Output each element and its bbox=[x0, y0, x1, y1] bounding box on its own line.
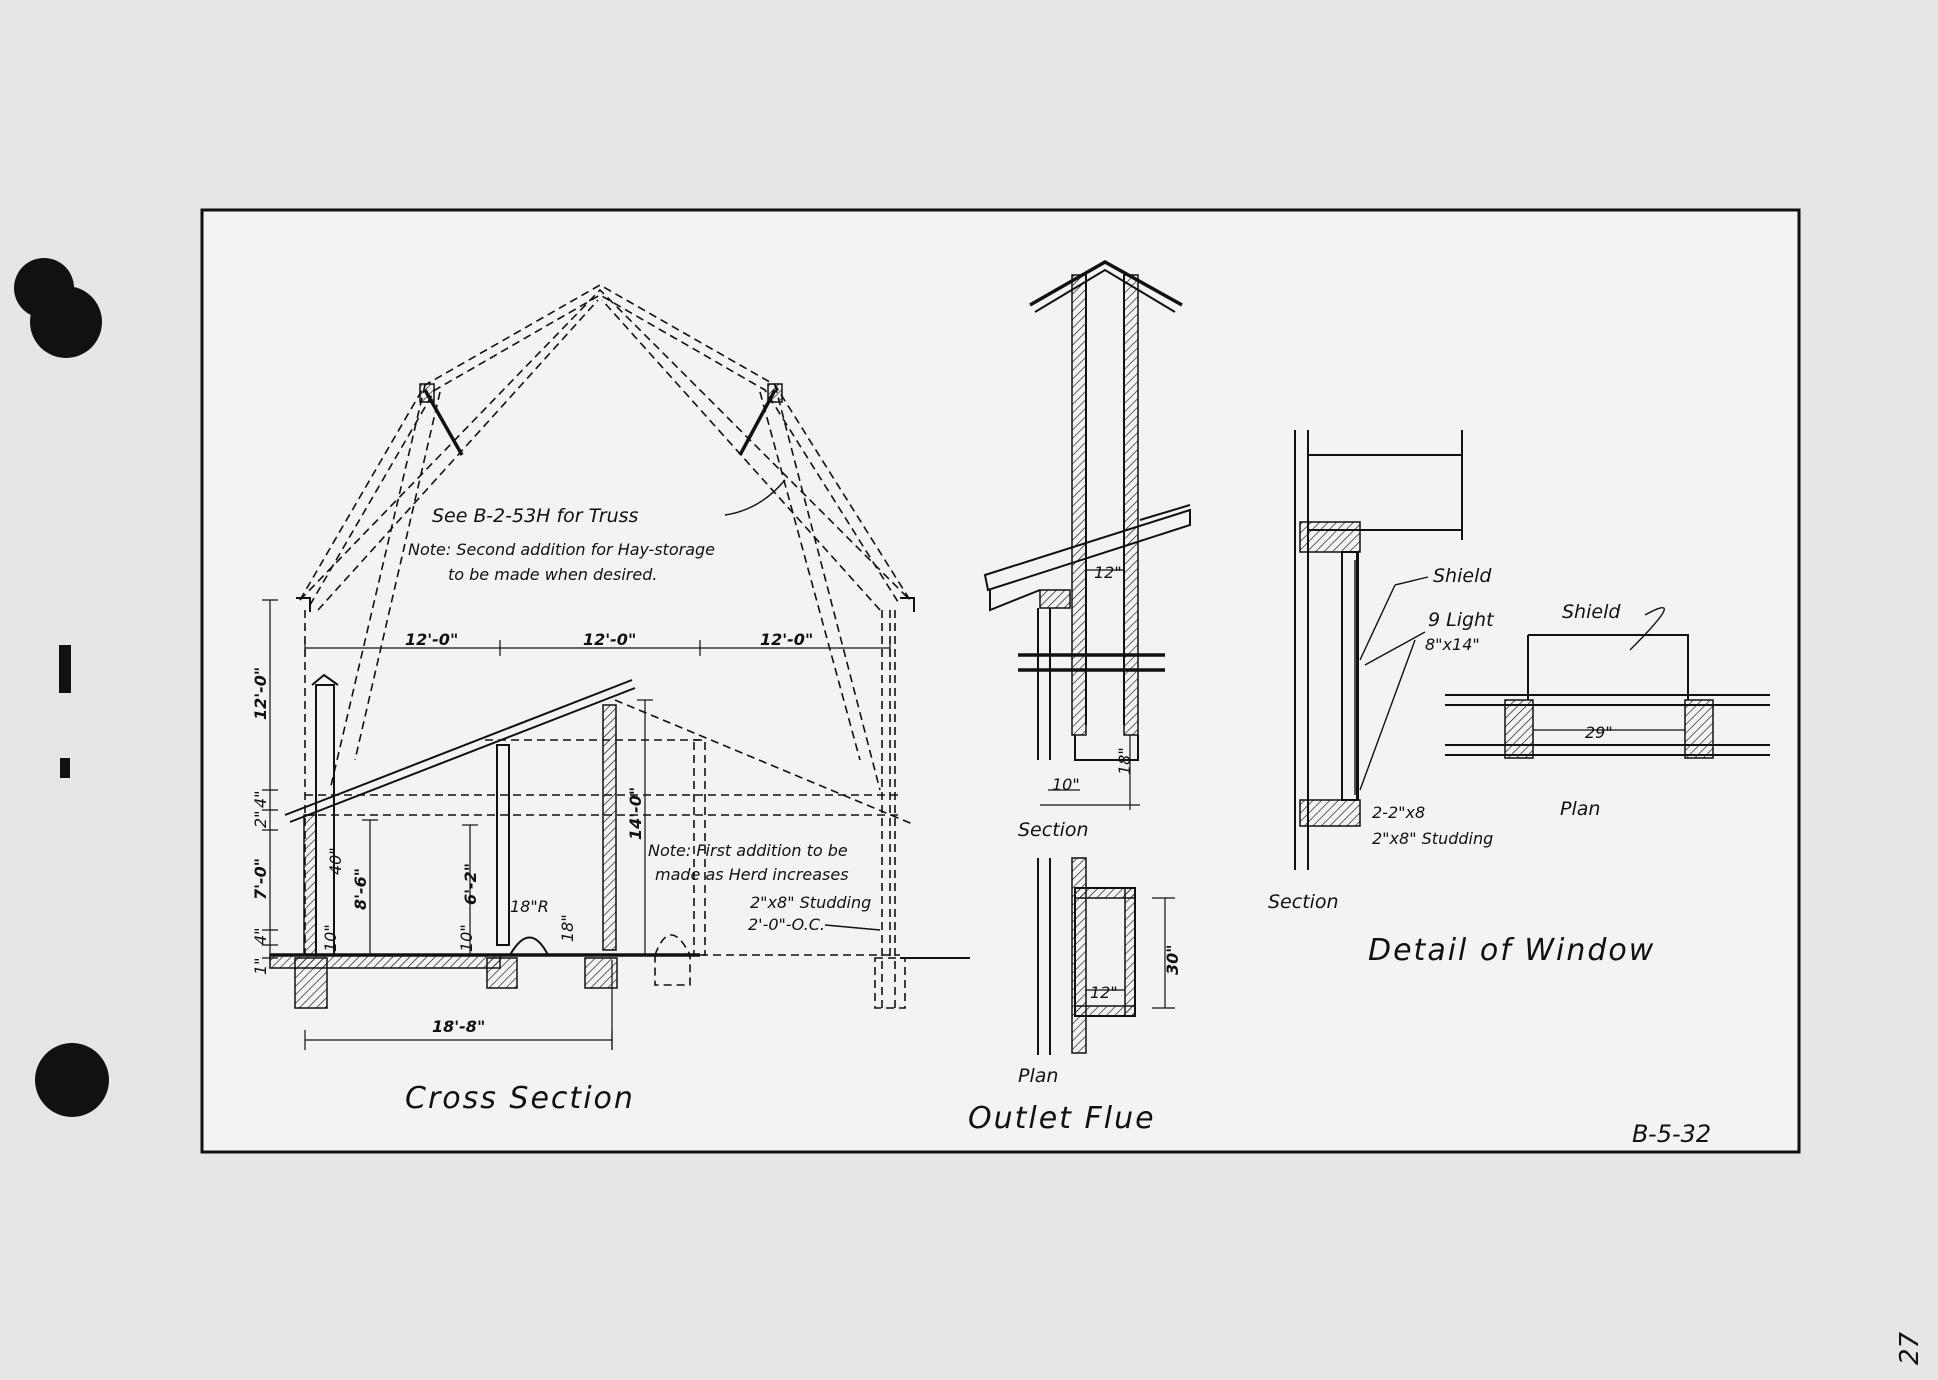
sheet-number: B-5-32 bbox=[1632, 1120, 1711, 1148]
flue-dim-10: 10" bbox=[1052, 775, 1080, 794]
flue-section-label: Section bbox=[1018, 819, 1089, 841]
dim-8-6: 8'-6" bbox=[351, 868, 370, 910]
flue-dim-18: 18" bbox=[1115, 747, 1134, 775]
window-plan-label: Plan bbox=[1560, 798, 1600, 820]
dim-small-2: 2" bbox=[251, 810, 270, 828]
studding-oc-note: 2'-0"-O.C. bbox=[748, 915, 825, 934]
window-header-label: 2-2"x8 bbox=[1372, 803, 1425, 822]
studding-note: 2"x8" Studding bbox=[750, 893, 871, 912]
dim-small-1: 1" bbox=[251, 957, 270, 975]
window-detail-title: Detail of Window bbox=[1368, 933, 1655, 968]
dim-bay-2: 12'-0" bbox=[583, 630, 636, 649]
outlet-flue-drawing: 12" 10" 18" Section 30" 12" Plan Outlet … bbox=[968, 259, 1191, 1136]
window-light-label: 9 Light bbox=[1428, 609, 1495, 631]
window-plan-width: 29" bbox=[1585, 723, 1613, 742]
dim-6-2: 6'-2" bbox=[461, 863, 480, 905]
dim-10-mid: 10" bbox=[457, 924, 476, 952]
window-detail-drawing: Shield 9 Light 8"x14" 2-2"x8 2"x8" Studd… bbox=[1268, 430, 1770, 968]
dim-14-0: 14'-0" bbox=[626, 787, 645, 840]
dim-bay-1: 12'-0" bbox=[405, 630, 458, 649]
window-section-label: Section bbox=[1268, 891, 1339, 913]
dim-bay-3: 12'-0" bbox=[760, 630, 813, 649]
window-plan-shield-label: Shield bbox=[1562, 601, 1621, 623]
binder-holes bbox=[14, 258, 109, 1117]
dim-10-left: 10" bbox=[321, 924, 340, 952]
binder-mark bbox=[59, 645, 71, 693]
window-light-size: 8"x14" bbox=[1425, 635, 1480, 654]
herd-note-2: made as Herd increases bbox=[655, 865, 849, 884]
window-shield-label: Shield bbox=[1433, 565, 1492, 587]
dim-upper-wall: 12'-0" bbox=[251, 667, 270, 720]
cross-section-drawing: See B-2-53H for Truss Note: Second addit… bbox=[251, 284, 970, 1116]
flue-plan-dim-30: 30" bbox=[1163, 944, 1182, 975]
hay-storage-note: Note: Second addition for Hay-storage bbox=[408, 540, 715, 559]
herd-note: Note: First addition to be bbox=[648, 841, 848, 860]
dim-wall-7: 7'-0" bbox=[251, 858, 270, 900]
dim-18: 18" bbox=[558, 914, 577, 942]
outlet-flue-title: Outlet Flue bbox=[968, 1101, 1156, 1136]
binder-hole-top-2 bbox=[30, 286, 102, 358]
flue-plan-label: Plan bbox=[1018, 1065, 1058, 1087]
cross-section-title: Cross Section bbox=[405, 1081, 635, 1116]
dim-40: 40" bbox=[326, 847, 345, 875]
dim-small-4b: 4" bbox=[251, 927, 270, 945]
flue-dim-12: 12" bbox=[1094, 563, 1122, 582]
truss-reference: See B-2-53H for Truss bbox=[432, 505, 639, 527]
dim-width: 18'-8" bbox=[432, 1017, 485, 1036]
dim-18r: 18"R bbox=[510, 897, 549, 916]
binder-hole-bottom bbox=[35, 1043, 109, 1117]
flue-plan-dim-12: 12" bbox=[1090, 983, 1118, 1002]
hay-storage-note-2: to be made when desired. bbox=[448, 565, 657, 584]
dim-small-4: 4" bbox=[251, 790, 270, 808]
binder-mark-2 bbox=[60, 758, 70, 778]
drawing-border bbox=[200, 208, 1801, 1154]
margin-page-note: 27 bbox=[1895, 1331, 1925, 1365]
window-studding-label: 2"x8" Studding bbox=[1372, 829, 1493, 848]
